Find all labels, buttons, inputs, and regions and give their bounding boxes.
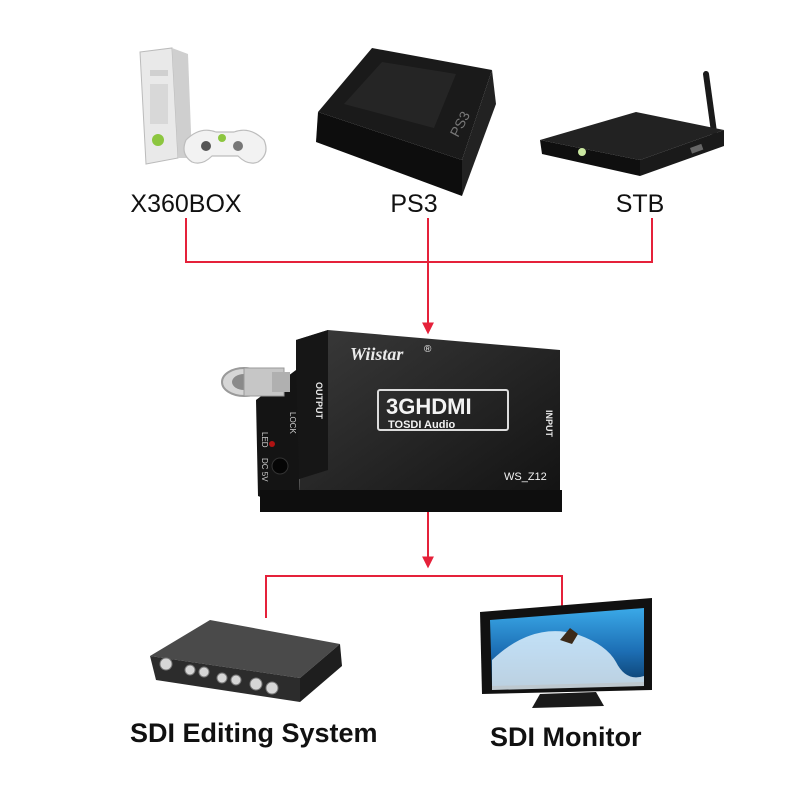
output-split-line (265, 575, 563, 618)
x360box-connector (185, 218, 428, 263)
brand-logo: Wiistar (350, 344, 404, 364)
stb-connector (428, 218, 653, 263)
model-badge (377, 389, 509, 431)
ps3-console-icon: PS3 (316, 48, 496, 196)
input-connectors (185, 218, 653, 335)
hdmi-to-sdi-converter (221, 330, 562, 512)
source-label-ps3: PS3 (390, 190, 438, 218)
sdi-monitor-icon (480, 598, 652, 708)
destination-label-monitor: SDI Monitor (490, 722, 642, 752)
dc-port-label: DC 5V (260, 458, 269, 482)
bnc-connector-icon (221, 367, 290, 397)
led-indicator-icon (269, 441, 275, 447)
dc-jack-icon (271, 457, 289, 475)
output-connectors (265, 512, 563, 618)
output-port-label: OUTPUT (314, 382, 324, 420)
model-title: 3GHDMI (386, 394, 472, 419)
input-port-label: INPUT (544, 410, 554, 438)
source-label-stb: STB (615, 190, 665, 218)
destination-label-editing-system: SDI Editing System (130, 718, 378, 748)
model-id: WS_Z12 (504, 471, 547, 483)
led-port-label: LED (260, 432, 269, 448)
lock-port-label: LOCK (288, 412, 297, 434)
sdi-editing-system-icon (150, 620, 342, 702)
registered-mark: ® (424, 344, 432, 355)
xbox-console-icon (139, 47, 267, 165)
model-subtitle: TOSDI Audio (388, 419, 456, 431)
set-top-box-icon (540, 71, 724, 176)
source-label-x360box: X360BOX (130, 190, 242, 218)
